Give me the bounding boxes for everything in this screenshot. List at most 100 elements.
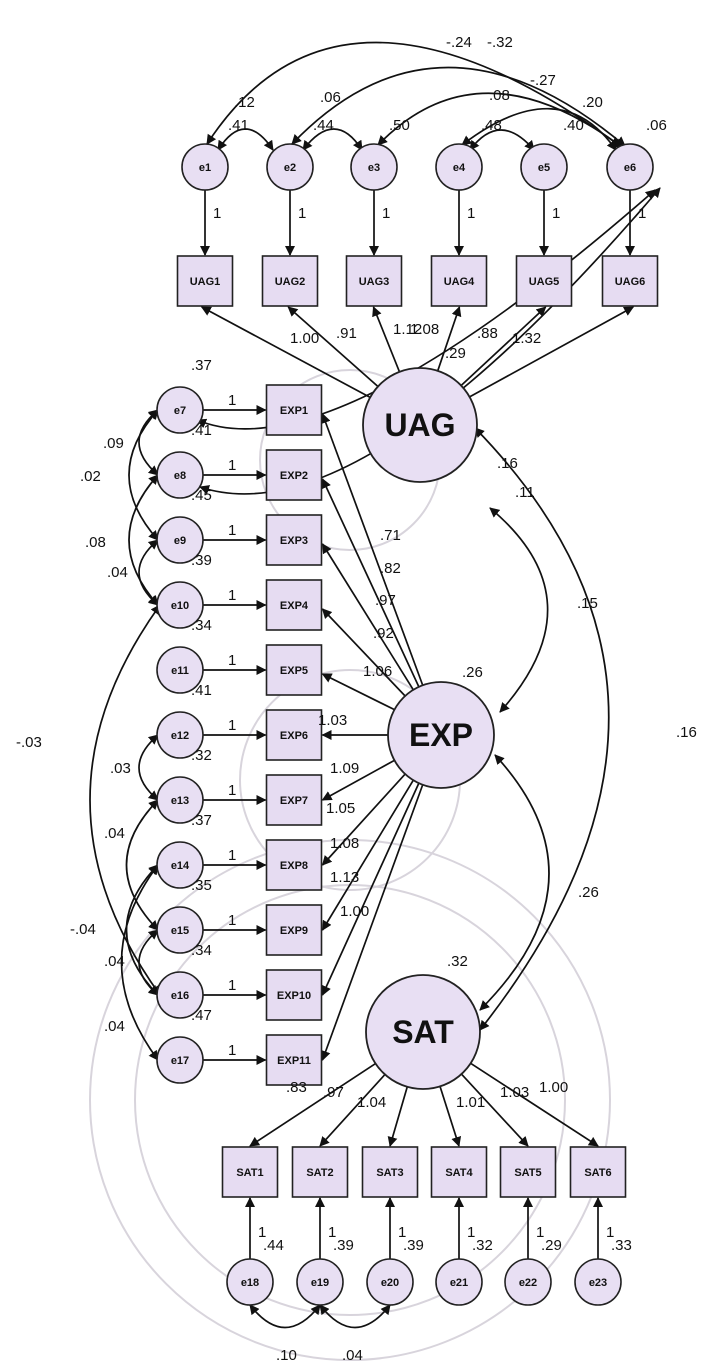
indicator-label-sat6: SAT6 xyxy=(584,1167,611,1179)
uag-loading-1: 1.00 xyxy=(290,330,319,347)
error-label-e23: e23 xyxy=(589,1277,607,1289)
error-label-e14: e14 xyxy=(171,860,190,872)
fixed-loading-e8: 1 xyxy=(228,457,236,474)
error-covariance-e8-e10: .08 xyxy=(85,534,106,551)
indicator-label-sat4: SAT4 xyxy=(445,1167,473,1179)
sat-loading-6: 1.00 xyxy=(539,1079,568,1096)
uag-variance: .29 xyxy=(445,345,466,362)
indicator-label-uag6: UAG6 xyxy=(615,276,646,288)
fixed-loading-e1: 1 xyxy=(213,205,221,222)
covariance-e10-e16 xyxy=(90,605,160,995)
indicator-label-uag3: UAG3 xyxy=(359,276,390,288)
uag-loading-6: 1.32 xyxy=(512,330,541,347)
covariance-label-exp-sat: .26 xyxy=(578,884,599,901)
error-label-e7: e7 xyxy=(174,405,186,417)
exp-loading-7: 1.09 xyxy=(330,760,359,777)
covariance-label-uag-sat: .16 xyxy=(676,724,697,741)
error-variance-e3: .50 xyxy=(389,117,410,134)
fixed-loading-e9: 1 xyxy=(228,522,236,539)
error-covariance-e15-e16: .04 xyxy=(104,953,125,970)
error-variance-e19: .39 xyxy=(333,1237,354,1254)
loading-path-uag6 xyxy=(470,307,634,397)
error-variance-e18: .44 xyxy=(263,1237,284,1254)
sat-loading-1: .83 xyxy=(286,1079,307,1096)
indicator-label-sat2: SAT2 xyxy=(306,1167,333,1179)
error-variance-e20: .39 xyxy=(403,1237,424,1254)
covariance-label-uag-exp: .15 xyxy=(577,595,598,612)
fixed-loading-e7: 1 xyxy=(228,392,236,409)
exp-loading-6: 1.03 xyxy=(318,712,347,729)
indicator-label-sat1: SAT1 xyxy=(236,1167,263,1179)
error-variance-e6: .06 xyxy=(646,117,667,134)
indicator-label-sat3: SAT3 xyxy=(376,1167,403,1179)
error-covariance-e14-e16: -.04 xyxy=(70,921,96,938)
exp-loading-3: .97 xyxy=(375,592,396,609)
error-label-e19: e19 xyxy=(311,1277,329,1289)
error-variance-e12: .41 xyxy=(191,682,212,699)
error-covariance-e7-e8: .09 xyxy=(103,435,124,452)
sat-loading-3: 1.04 xyxy=(357,1094,386,1111)
exp-loading-10: 1.13 xyxy=(330,869,359,886)
error-covariance-e10-e16: -.03 xyxy=(16,734,42,751)
error-covariance-e1-e2: .12 xyxy=(234,94,255,111)
indicator-label-exp9: EXP9 xyxy=(280,925,308,937)
error-covariance-e4-e5: .08 xyxy=(489,87,510,104)
sat-loading-5: 1.03 xyxy=(500,1084,529,1101)
covariance-e7-e9 xyxy=(129,410,158,540)
fixed-loading-e11: 1 xyxy=(228,652,236,669)
indicator-label-uag5: UAG5 xyxy=(529,276,560,288)
error-variance-e1: .41 xyxy=(228,117,249,134)
fixed-loading-e12: 1 xyxy=(228,717,236,734)
loading-path-sat3 xyxy=(390,1087,407,1146)
latent-label-uag: UAG xyxy=(384,407,455,443)
error-label-e16: e16 xyxy=(171,990,189,1002)
fixed-loading-e15: 1 xyxy=(228,912,236,929)
covariance-uag-exp xyxy=(490,508,548,712)
fixed-loading-e2: 1 xyxy=(298,205,306,222)
indicator-label-uag4: UAG4 xyxy=(444,276,475,288)
error-covariance-e2-e3: .06 xyxy=(320,89,341,106)
uag-loading-4: 1.08 xyxy=(410,321,439,338)
covariance-e8-e10 xyxy=(129,475,158,605)
indicator-label-exp5: EXP5 xyxy=(280,665,308,677)
indicator-label-sat5: SAT5 xyxy=(514,1167,541,1179)
exp-loading-1: .71 xyxy=(380,527,401,544)
loading-path-uag1 xyxy=(202,307,370,397)
indicator-label-exp7: EXP7 xyxy=(280,795,308,807)
covariance-e19-e20 xyxy=(320,1305,390,1328)
covariance-uag-sat xyxy=(475,428,609,1030)
error-label-e6: e6 xyxy=(624,162,636,174)
fixed-loading-e10: 1 xyxy=(228,587,236,604)
error-variance-e4: .48 xyxy=(481,117,502,134)
indicator-label-exp6: EXP6 xyxy=(280,730,308,742)
error-variance-e15: .35 xyxy=(191,877,212,894)
error-covariance-e4-e6: .20 xyxy=(582,94,603,111)
error-label-e1: e1 xyxy=(199,162,211,174)
fixed-loading-e5: 1 xyxy=(552,205,560,222)
covariance-e9-e10 xyxy=(139,540,158,605)
exp-loading-5: 1.06 xyxy=(363,663,392,680)
exp-loading-2: .82 xyxy=(380,560,401,577)
exp-variance: .26 xyxy=(462,664,483,681)
error-label-e5: e5 xyxy=(538,162,550,174)
error-label-e18: e18 xyxy=(241,1277,259,1289)
exp-loading-8: 1.05 xyxy=(326,800,355,817)
error-label-e8: e8 xyxy=(174,470,186,482)
error-covariance-e12-e13: .03 xyxy=(110,760,131,777)
error-covariance-e2-e6: -.32 xyxy=(487,34,513,51)
error-variance-e17: .47 xyxy=(191,1007,212,1024)
covariance-e18-e19 xyxy=(250,1305,320,1328)
error-label-e22: e22 xyxy=(519,1277,537,1289)
indicator-label-exp3: EXP3 xyxy=(280,535,308,547)
error-covariance-e14-e17: .04 xyxy=(104,1018,125,1035)
latent-label-sat: SAT xyxy=(392,1014,454,1050)
error-label-e11: e11 xyxy=(171,665,189,677)
fixed-loading-e6: 1 xyxy=(638,205,646,222)
exp-loading-4: .92 xyxy=(373,625,394,642)
indicator-label-exp4: EXP4 xyxy=(280,600,309,612)
indicator-label-exp10: EXP10 xyxy=(277,990,311,1002)
indicator-label-exp2: EXP2 xyxy=(280,470,308,482)
fixed-loading-e4: 1 xyxy=(467,205,475,222)
error-variance-e7: .37 xyxy=(191,357,212,374)
